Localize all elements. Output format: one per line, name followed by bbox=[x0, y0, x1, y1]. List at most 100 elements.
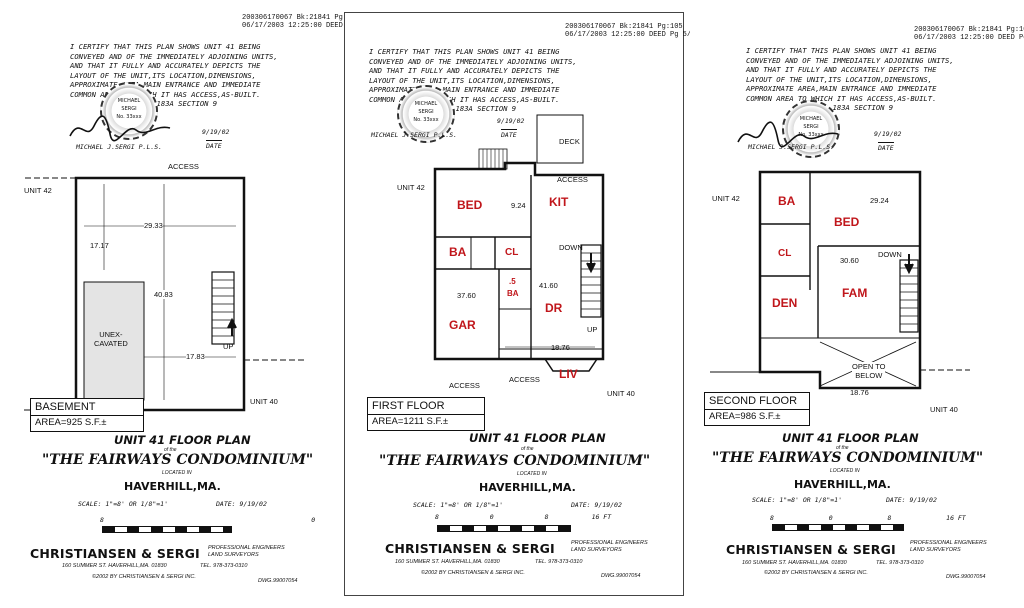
access-label: ACCESS bbox=[168, 162, 199, 171]
floor-area: AREA=1211 S.F.± bbox=[368, 414, 484, 428]
floor-area: AREA=925 S.F.± bbox=[31, 415, 143, 429]
condo-name: "THE FAIRWAYS CONDOMINIUM" bbox=[379, 453, 651, 469]
room-liv: LIV bbox=[559, 367, 578, 381]
floor-area-box: FIRST FLOOR AREA=1211 S.F.± bbox=[367, 397, 485, 431]
seal-text: No. 33xxx bbox=[798, 132, 824, 138]
record-stamp: 200306170067 Bk:21841 Pg:104 06/17/2003 … bbox=[242, 14, 372, 30]
room-bed: BED bbox=[834, 215, 860, 229]
firm-tag: PROFESSIONAL ENGINEERS bbox=[910, 540, 987, 546]
room-ba: BA bbox=[449, 245, 467, 259]
floor-name: BASEMENT bbox=[35, 401, 96, 413]
scale-tick: 0 bbox=[489, 513, 494, 521]
floor-name: FIRST FLOOR bbox=[372, 400, 445, 412]
stair-up-label: UP bbox=[223, 342, 234, 351]
scale-bar bbox=[102, 526, 232, 533]
dimension-label: 37.60 bbox=[457, 291, 476, 300]
firm-tag: LAND SURVEYORS bbox=[571, 547, 622, 553]
floor-name: SECOND FLOOR bbox=[709, 395, 798, 407]
scale-text: SCALE: 1"=8' OR 1/8"=1' bbox=[752, 496, 843, 504]
room-kit: KIT bbox=[549, 195, 569, 209]
unexcavated-label: UNEX- CAVATED bbox=[94, 330, 128, 348]
room-den: DEN bbox=[772, 296, 798, 310]
dimension-label: 17.83 bbox=[186, 352, 205, 361]
plan-date: DATE: 9/19/02 bbox=[216, 500, 267, 508]
unex-line: CAVATED bbox=[94, 339, 128, 348]
room-ba: BA bbox=[778, 194, 796, 208]
stair-down-label: DOWN bbox=[878, 250, 902, 259]
scale-tick: 8 bbox=[100, 516, 104, 524]
record-line: 06/17/2003 12:25:00 DEED Pg 5/6 bbox=[565, 31, 696, 39]
unit-40-label: UNIT 40 bbox=[930, 405, 958, 414]
floor-area: AREA=986 S.F.± bbox=[705, 409, 809, 423]
surveyor-name: MICHAEL J.SERGI P.L.S. bbox=[371, 131, 458, 139]
unit-42-label: UNIT 42 bbox=[712, 194, 740, 203]
located-in-text: LOCATED IN bbox=[517, 471, 547, 477]
scale-tick: 0 bbox=[311, 516, 316, 524]
first-floor-plan bbox=[433, 114, 605, 372]
of-the-text: of the bbox=[521, 446, 534, 452]
room-half-bath-num: .5 bbox=[509, 277, 516, 286]
scale-tick: 16 FT bbox=[591, 513, 612, 521]
copyright: ©2002 BY CHRISTIANSEN & SERGI INC. bbox=[92, 574, 196, 580]
date-label: DATE bbox=[878, 142, 894, 152]
room-dr: DR bbox=[545, 301, 563, 315]
open-line: OPEN TO bbox=[852, 362, 886, 371]
unit-42-label: UNIT 42 bbox=[397, 183, 425, 192]
of-the-text: of the bbox=[836, 445, 849, 451]
scale-tick: 8 bbox=[544, 513, 549, 521]
scale-tick: 0 bbox=[828, 514, 833, 522]
located-in-text: LOCATED IN bbox=[162, 470, 192, 476]
open-to-below-label: OPEN TO BELOW bbox=[852, 362, 886, 380]
record-stamp: 200306170067 Bk:21841 Pg:106 06/17/2003 … bbox=[914, 26, 1024, 42]
dimension-label: 18.76 bbox=[551, 343, 570, 352]
condo-name: "THE FAIRWAYS CONDOMINIUM" bbox=[712, 450, 984, 466]
second-floor-sheet: 200306170067 Bk:21841 Pg:106 06/17/2003 … bbox=[690, 0, 1024, 600]
basement-sheet: 200306170067 Bk:21841 Pg:104 06/17/2003 … bbox=[4, 0, 775, 600]
scale-tick: 8 bbox=[435, 513, 439, 521]
copyright: ©2002 BY CHRISTIANSEN & SERGI INC. bbox=[421, 570, 525, 576]
scale-text: SCALE: 1"=8' OR 1/8"=1' bbox=[78, 500, 169, 508]
drawing-number: DWG.99007054 bbox=[601, 573, 641, 579]
scale-bar bbox=[772, 524, 904, 531]
unit-40-label: UNIT 40 bbox=[250, 397, 278, 406]
sign-date: 9/19/02 bbox=[497, 117, 525, 125]
record-line: 200306170067 Bk:21841 Pg:105 bbox=[565, 23, 683, 31]
firm-address: 160 SUMMER ST. HAVERHILL,MA. 01830 bbox=[62, 563, 167, 569]
firm-name: CHRISTIANSEN & SERGI bbox=[385, 541, 555, 556]
certification-text: I CERTIFY THAT THIS PLAN SHOWS UNIT 41 B… bbox=[746, 46, 954, 112]
dimension-label: 30.60 bbox=[840, 256, 859, 265]
firm-name: CHRISTIANSEN & SERGI bbox=[726, 542, 896, 557]
dimension-label: 29.24 bbox=[870, 196, 889, 205]
surveyor-seal: MICHAEL SERGI No. 33xxx bbox=[782, 100, 840, 158]
firm-tagline: PROFESSIONAL ENGINEERS LAND SURVEYORS bbox=[208, 545, 285, 559]
firm-phone: TEL. 978-373-0310 bbox=[876, 560, 924, 566]
plan-title: UNIT 41 FLOOR PLAN bbox=[782, 431, 919, 445]
access-label: ACCESS bbox=[449, 381, 480, 390]
open-line: BELOW bbox=[855, 371, 883, 380]
record-line: 200306170067 Bk:21841 Pg:106 bbox=[914, 26, 1024, 34]
dimension-label: 40.83 bbox=[154, 290, 173, 299]
drawing-number: DWG.99007054 bbox=[946, 574, 986, 580]
seal-text: No. 33xxx bbox=[413, 117, 439, 123]
dimension-label: 17.17 bbox=[90, 241, 109, 250]
room-bed: BED bbox=[457, 198, 483, 212]
firm-phone: TEL. 978-373-0310 bbox=[200, 563, 248, 569]
seal-text: SERGI bbox=[803, 124, 819, 130]
scale-tick: 8 bbox=[887, 514, 892, 522]
seal-text: No. 33xxx bbox=[116, 114, 142, 120]
surveyor-name: MICHAEL J.SERGI P.L.S. bbox=[748, 143, 835, 151]
sign-date: 9/19/02 bbox=[874, 130, 902, 138]
plan-title: UNIT 41 FLOOR PLAN bbox=[469, 431, 606, 445]
record-line: 06/17/2003 12:25:00 DEED Pg 4/6 bbox=[242, 22, 373, 30]
firm-tag: LAND SURVEYORS bbox=[208, 552, 259, 558]
seal-text: MICHAEL bbox=[117, 98, 141, 104]
firm-address: 160 SUMMER ST. HAVERHILL,MA. 01830 bbox=[395, 559, 500, 565]
condo-name: "THE FAIRWAYS CONDOMINIUM" bbox=[42, 452, 314, 468]
date-label: DATE bbox=[206, 140, 222, 150]
second-floor-plan bbox=[710, 170, 970, 390]
firm-name: CHRISTIANSEN & SERGI bbox=[30, 546, 200, 561]
city-name: HAVERHILL,MA. bbox=[124, 480, 221, 493]
record-line: 200306170067 Bk:21841 Pg:104 bbox=[242, 14, 360, 22]
record-stamp: 200306170067 Bk:21841 Pg:105 06/17/2003 … bbox=[565, 23, 695, 39]
seal-text: MICHAEL bbox=[414, 101, 438, 107]
